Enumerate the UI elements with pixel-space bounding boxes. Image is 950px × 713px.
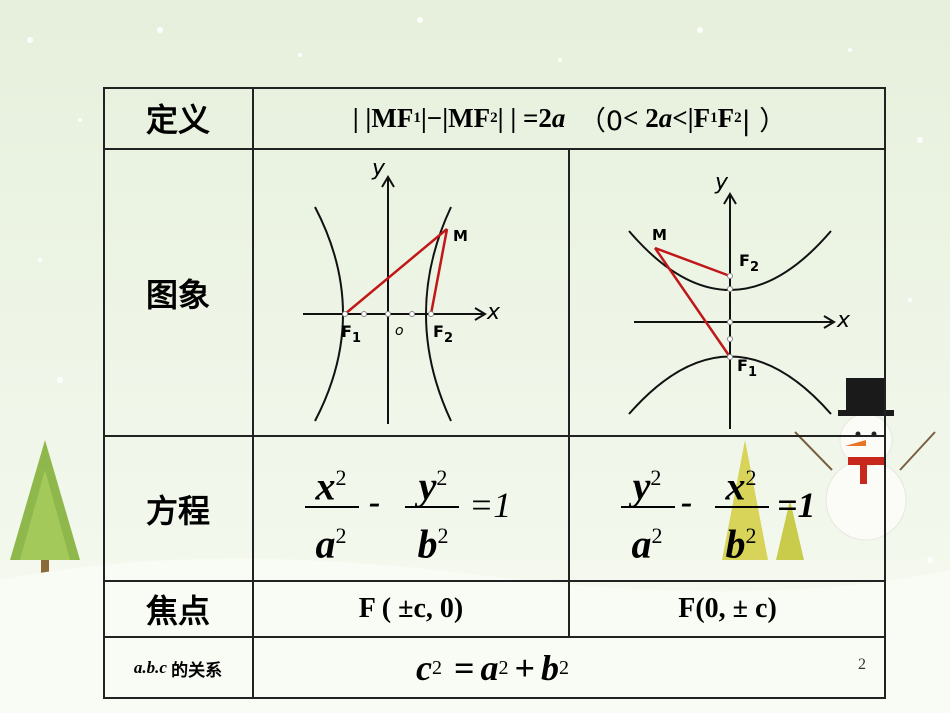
rel-b: b (541, 648, 560, 688)
def-a: a (551, 102, 566, 133)
minus-sign: - (681, 484, 693, 521)
def-cond-f2: F (717, 102, 735, 133)
def-cond-lt: <|F (672, 102, 711, 133)
table-grid (103, 87, 886, 699)
def-sub1: 1 (413, 109, 421, 126)
y-label: y (371, 156, 386, 181)
relation-prefix: a.b.c (133, 658, 167, 677)
x-axis-arrow (474, 307, 487, 321)
origin-label: o (395, 323, 404, 339)
graph-vertical-hyperbola: y x M F2 F1 (628, 170, 851, 429)
f2-label: F2 (433, 322, 453, 346)
def-cond-open: （0 (578, 105, 624, 137)
f1-label: F1 (341, 322, 361, 346)
x-label: x (836, 308, 851, 333)
m-label: M (453, 227, 468, 245)
rel-c: c (416, 648, 432, 688)
fraction-x2-a2: x2 a2 (315, 463, 347, 567)
fraction-bar-2 (405, 506, 459, 508)
def-sub2: 2 (490, 109, 498, 126)
equation-left: x2 a2 - y2 b2 =1 (253, 436, 569, 581)
snowman-icon (794, 378, 936, 541)
rel-a: a (480, 648, 499, 688)
focal-lines (344, 228, 449, 315)
def-cond-a: a (658, 102, 673, 133)
equation-right: y2 a2 - x2 b2 =1 (569, 436, 886, 581)
def-cond-mid: < 2 (623, 102, 659, 133)
label-focus: 焦点 (145, 592, 210, 630)
f1-label: F1 (737, 356, 757, 380)
rel-eq: = (453, 648, 475, 688)
label-equation: 方程 (145, 491, 210, 530)
def-cond-close: | ） (741, 105, 787, 137)
x-label: x (486, 300, 501, 325)
def-part3: | | =2 (497, 102, 552, 133)
equals-one: =1 (777, 485, 816, 525)
fraction-y2-a2: y2 a2 (631, 463, 663, 567)
m-label: M (652, 226, 667, 244)
def-sub3: 1 (710, 109, 718, 126)
fraction-bar-1 (621, 506, 675, 508)
equals-one: =1 (469, 485, 512, 525)
focus-right: F(0, ± c) (678, 593, 777, 624)
tree-left-icon (10, 440, 80, 580)
fraction-bar-1 (305, 506, 359, 508)
focal-lines (653, 246, 732, 358)
fraction-y2-b2: y2 b2 (417, 463, 449, 567)
label-relation: a.b.c 的关系 (103, 637, 253, 699)
y-label: y (714, 170, 729, 195)
f2-label: F2 (739, 251, 759, 275)
label-graph: 图象 (145, 275, 210, 314)
graph-horizontal-hyperbola: y x o M F1 F2 (303, 156, 501, 424)
tree-mid-icon (722, 440, 804, 560)
x-axis-arrow (823, 315, 836, 329)
minus-sign: - (369, 484, 381, 521)
def-part2: |−|MF (420, 102, 491, 133)
fraction-x2-b2: x2 b2 (725, 463, 757, 567)
def-sub4: 2 (734, 109, 742, 126)
def-part1: | |MF (352, 102, 414, 133)
fraction-bar-2 (715, 506, 769, 508)
page-number: 2 (858, 656, 866, 673)
y-axis-arrow (723, 192, 737, 205)
rel-plus: + (514, 648, 536, 688)
relation-suffix: 的关系 (171, 660, 223, 681)
focus-left: F ( ±c, 0) (358, 593, 464, 624)
label-definition: 定义 (145, 101, 210, 139)
y-axis-arrow (381, 175, 395, 188)
